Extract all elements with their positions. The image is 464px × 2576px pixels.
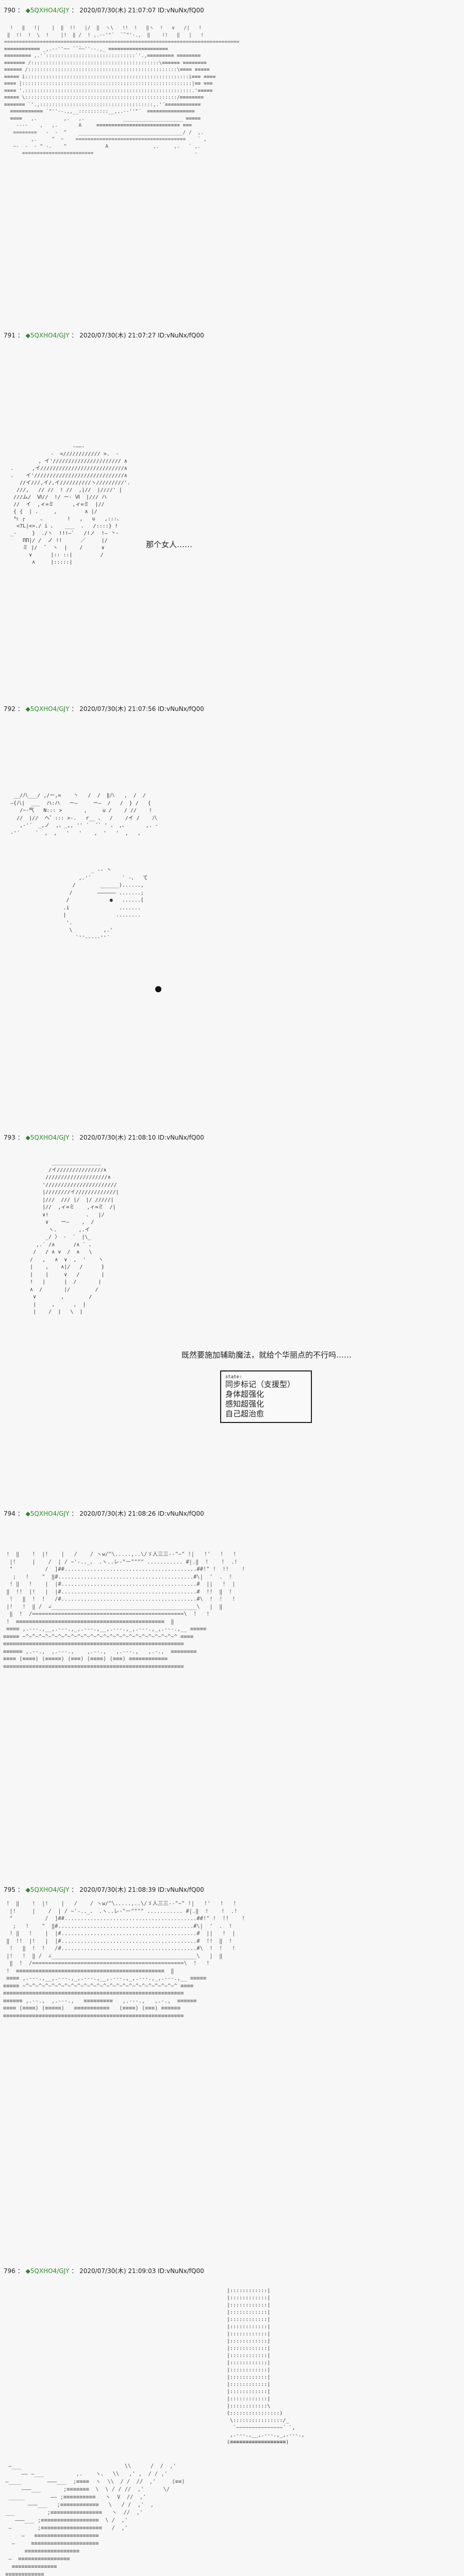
separator: ： xyxy=(71,1886,80,1893)
poster-id: ID:vNuNx/fQ00 xyxy=(158,332,204,339)
eye-dot-icon xyxy=(155,986,161,992)
ascii-art-pillar: |::::::::::::| |::::::::::::| |:::::::::… xyxy=(227,2288,305,2445)
ascii-art: -――- - <//////////// >. - , イ'//////////… xyxy=(10,444,130,565)
post-header: 796 ： ◆5QXHO4/GJY ： 2020/07/30(木) 21:09:… xyxy=(4,2267,204,2275)
post-header: 793 ： ◆5QXHO4/GJY ： 2020/07/30(木) 21:08:… xyxy=(4,1133,204,1142)
post-number: 796 xyxy=(4,2267,15,2275)
state-item: 身体超强化 xyxy=(225,1389,264,1399)
poster-name[interactable]: ◆5QXHO4/GJY xyxy=(25,1510,70,1517)
poster-name[interactable]: ◆5QXHO4/GJY xyxy=(25,2267,70,2275)
separator: ： xyxy=(71,2267,80,2275)
state-item: 自己超治愈 xyxy=(225,1409,264,1418)
ascii-art: ! ‖ ! |! | / / ヽw/^\.....,..\/ゞ人三三--"~" … xyxy=(3,1551,245,1670)
dialogue-text: 既然要施加辅助魔法，就给个华丽点的不行吗…… xyxy=(181,1350,352,1360)
poster-name[interactable]: ◆5QXHO4/GJY xyxy=(25,1886,70,1893)
poster-name[interactable]: ◆5QXHO4/GJY xyxy=(25,332,70,339)
separator: ： xyxy=(17,1510,26,1517)
post-date: 2020/07/30(木) 21:07:07 xyxy=(79,7,156,14)
post-date: 2020/07/30(木) 21:08:26 xyxy=(79,1510,156,1517)
poster-name[interactable]: ◆5QXHO4/GJY xyxy=(25,705,70,713)
separator: ： xyxy=(17,1886,26,1893)
post-number: 791 xyxy=(4,332,15,339)
poster-id: ID:vNuNx/fQ00 xyxy=(158,1134,204,1141)
state-item: 同步标记（支援型） xyxy=(225,1380,295,1389)
poster-id: ID:vNuNx/fQ00 xyxy=(158,705,204,713)
ascii-art: ! ‖ !| | ‖ !! |/ ‖ ヽ\ !! ! ‖ヽ ! ∨ /| ! ‖… xyxy=(4,25,240,156)
poster-name[interactable]: ◆5QXHO4/GJY xyxy=(25,7,70,14)
dialogue-text: 那个女人…… xyxy=(146,540,193,549)
state-label: state: xyxy=(225,1375,242,1380)
poster-id: ID:vNuNx/fQ00 xyxy=(158,1510,204,1517)
ascii-art: ! ‖ ! |! | / / ヽw/^\.....,..\/ゞ人三三--"~" … xyxy=(3,1901,245,2019)
post-header: 790 ： ◆5QXHO4/GJY ： 2020/07/30(木) 21:07:… xyxy=(4,6,204,14)
post-header: 795 ： ◆5QXHO4/GJY ： 2020/07/30(木) 21:08:… xyxy=(4,1886,204,1894)
separator: ： xyxy=(17,705,26,713)
separator: ： xyxy=(71,705,80,713)
ascii-art: __/八___/ ,/ー,= 丶 / / ‖八 , / / ―{八| ___ ハ… xyxy=(10,793,158,941)
separator: ： xyxy=(71,1134,80,1141)
separator: ： xyxy=(17,7,26,14)
post-date: 2020/07/30(木) 21:08:10 xyxy=(79,1134,156,1141)
poster-id: ID:vNuNx/fQ00 xyxy=(158,1886,204,1893)
ascii-art: ________________ /イ///////////////∧ ////… xyxy=(30,1160,119,1315)
poster-id: ID:vNuNx/fQ00 xyxy=(158,2267,204,2275)
separator: ： xyxy=(71,7,80,14)
post-date: 2020/07/30(木) 21:09:03 xyxy=(79,2267,156,2275)
post-header: 791 ： ◆5QXHO4/GJY ： 2020/07/30(木) 21:07:… xyxy=(4,331,204,340)
post-number: 793 xyxy=(4,1134,15,1141)
ascii-art-rays: ―___ \\ / / ,' ―― ―___ ,. ヽ、 \\ ,' , / /… xyxy=(5,2463,185,2576)
separator: ： xyxy=(71,1510,80,1517)
post-number: 790 xyxy=(4,7,15,14)
separator: ： xyxy=(17,1134,26,1141)
post-header: 792 ： ◆5QXHO4/GJY ： 2020/07/30(木) 21:07:… xyxy=(4,705,204,713)
post-header: 794 ： ◆5QXHO4/GJY ： 2020/07/30(木) 21:08:… xyxy=(4,1510,204,1518)
separator: ： xyxy=(17,332,26,339)
poster-id: ID:vNuNx/fQ00 xyxy=(158,7,204,14)
post-number: 794 xyxy=(4,1510,15,1517)
post-number: 792 xyxy=(4,705,15,713)
state-box: state: 同步标记（支援型） 身体超强化 感知超强化 自己超治愈 xyxy=(220,1370,312,1423)
post-date: 2020/07/30(木) 21:08:39 xyxy=(79,1886,156,1893)
poster-name[interactable]: ◆5QXHO4/GJY xyxy=(25,1134,70,1141)
post-date: 2020/07/30(木) 21:07:27 xyxy=(79,332,156,339)
post-date: 2020/07/30(木) 21:07:56 xyxy=(79,705,156,713)
separator: ： xyxy=(17,2267,26,2275)
separator: ： xyxy=(71,332,80,339)
post-number: 795 xyxy=(4,1886,15,1893)
state-item: 感知超强化 xyxy=(225,1399,264,1409)
